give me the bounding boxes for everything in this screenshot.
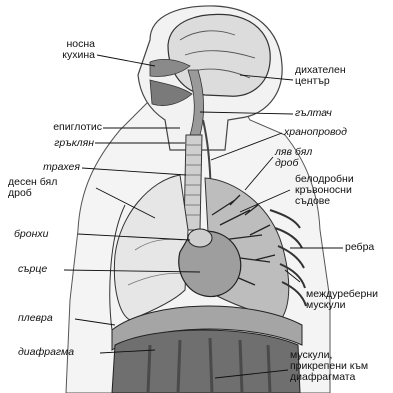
label-heart: сърце (18, 264, 47, 275)
abdominal-cavity (112, 330, 300, 393)
brain (168, 14, 270, 96)
label-ribs: ребра (345, 242, 374, 253)
label-esophagus: хранопровод (284, 127, 347, 138)
label-trachea: трахея (20, 162, 80, 173)
label-larynx: гръклян (30, 138, 94, 149)
label-pleura: плевра (18, 313, 53, 324)
bronchi (188, 229, 212, 247)
trachea (184, 135, 202, 230)
label-epiglottis: епиглотис (30, 122, 102, 133)
label-pharynx: гълтач (295, 108, 332, 119)
label-diaphragm: диафрагма (18, 347, 74, 358)
label-bronchi: бронхи (14, 229, 48, 240)
